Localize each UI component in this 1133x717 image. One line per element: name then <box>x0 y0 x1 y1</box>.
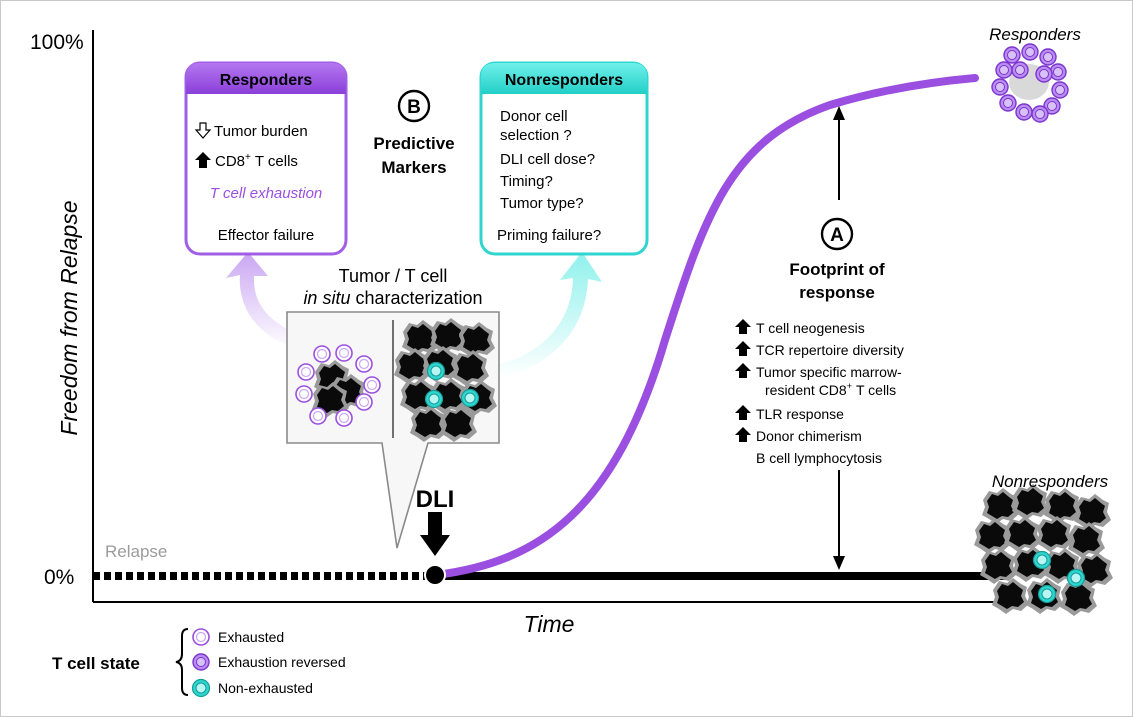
legend-reversed-swatch <box>192 653 210 671</box>
footprint-up-arrows <box>735 319 751 442</box>
responders-box <box>184 61 348 256</box>
y-tick-100: 100% <box>30 31 84 54</box>
up-arrow-icon <box>195 152 211 168</box>
dli-arrow <box>420 512 450 556</box>
legend-title: T cell state <box>52 654 140 673</box>
nonresponders-item-dli-dose: DLI cell dose? <box>500 151 595 168</box>
arrow-to-responders-box <box>226 252 308 350</box>
nonresponders-item-tumor-type: Tumor type? <box>500 195 584 212</box>
responders-box-title: Responders <box>220 72 313 89</box>
dli-label: DLI <box>416 486 455 513</box>
predictive-title-line1: Predictive <box>373 134 454 153</box>
nonresponders-cluster <box>974 484 1113 616</box>
y-axis-label: Freedom from Relapse <box>56 200 82 435</box>
responders-label: Responders <box>989 25 1081 44</box>
legend-nonexhausted-label: Non-exhausted <box>218 680 313 696</box>
nonresponders-item-selection: selection ? <box>500 127 572 144</box>
footprint-title-line1: Footprint of <box>789 260 885 279</box>
footprint-item-marrow-resident: resident CD8+T cells <box>765 381 896 398</box>
footprint-item-tumor-specific: Tumor specific marrow- <box>756 364 902 380</box>
predictive-title-line2: Markers <box>381 158 446 177</box>
footprint-item-neogenesis: T cell neogenesis <box>756 320 865 336</box>
footprint-arrow <box>833 106 845 570</box>
legend-nonexhausted-swatch <box>191 678 211 698</box>
x-axis-label: Time <box>524 611 575 637</box>
responders-item-tumor-burden: Tumor burden <box>214 123 308 140</box>
y-tick-0: 0% <box>44 566 74 589</box>
nonresponders-item-priming-failure: Priming failure? <box>497 227 601 244</box>
footprint-item-chimerism: Donor chimerism <box>756 428 862 444</box>
legend-exhausted-swatch <box>192 628 210 646</box>
responders-item-effector-failure: Effector failure <box>218 227 314 244</box>
down-arrow-icon <box>194 122 212 139</box>
arrow-to-nonresponders-box <box>497 252 602 378</box>
footprint-item-tcr-diversity: TCR repertoire diversity <box>756 342 904 358</box>
nonresponders-item-donor-cell: Donor cell <box>500 108 568 125</box>
legend-exhausted-label: Exhausted <box>218 629 284 645</box>
responders-item-cd8-t-cells: CD8+T cells <box>215 152 298 170</box>
badge-b-circle <box>397 89 431 123</box>
footprint-item-tlr: TLR response <box>756 406 844 422</box>
nonresponders-box <box>479 61 649 256</box>
relapse-label: Relapse <box>105 542 167 561</box>
characterization-line2: in situ characterization <box>303 288 482 308</box>
nonresponders-box-title: Nonresponders <box>505 72 623 89</box>
nonresponders-label: Nonresponders <box>992 472 1109 491</box>
responders-item-t-cell-exhaustion: T cell exhaustion <box>210 185 323 202</box>
legend-brace <box>175 628 189 696</box>
dli-point <box>424 564 446 586</box>
badge-a-circle <box>820 217 854 251</box>
responder-curve <box>432 74 979 579</box>
footprint-item-b-cell: B cell lymphocytosis <box>756 450 882 466</box>
responders-cluster <box>991 43 1069 123</box>
nonresponders-item-timing: Timing? <box>500 173 553 190</box>
badge-a-letter: A <box>830 225 844 246</box>
characterization-line1: Tumor / T cell <box>339 266 448 286</box>
footprint-title-line2: response <box>799 283 875 302</box>
badge-b-letter: B <box>407 97 421 118</box>
legend-reversed-label: Exhaustion reversed <box>218 654 346 670</box>
